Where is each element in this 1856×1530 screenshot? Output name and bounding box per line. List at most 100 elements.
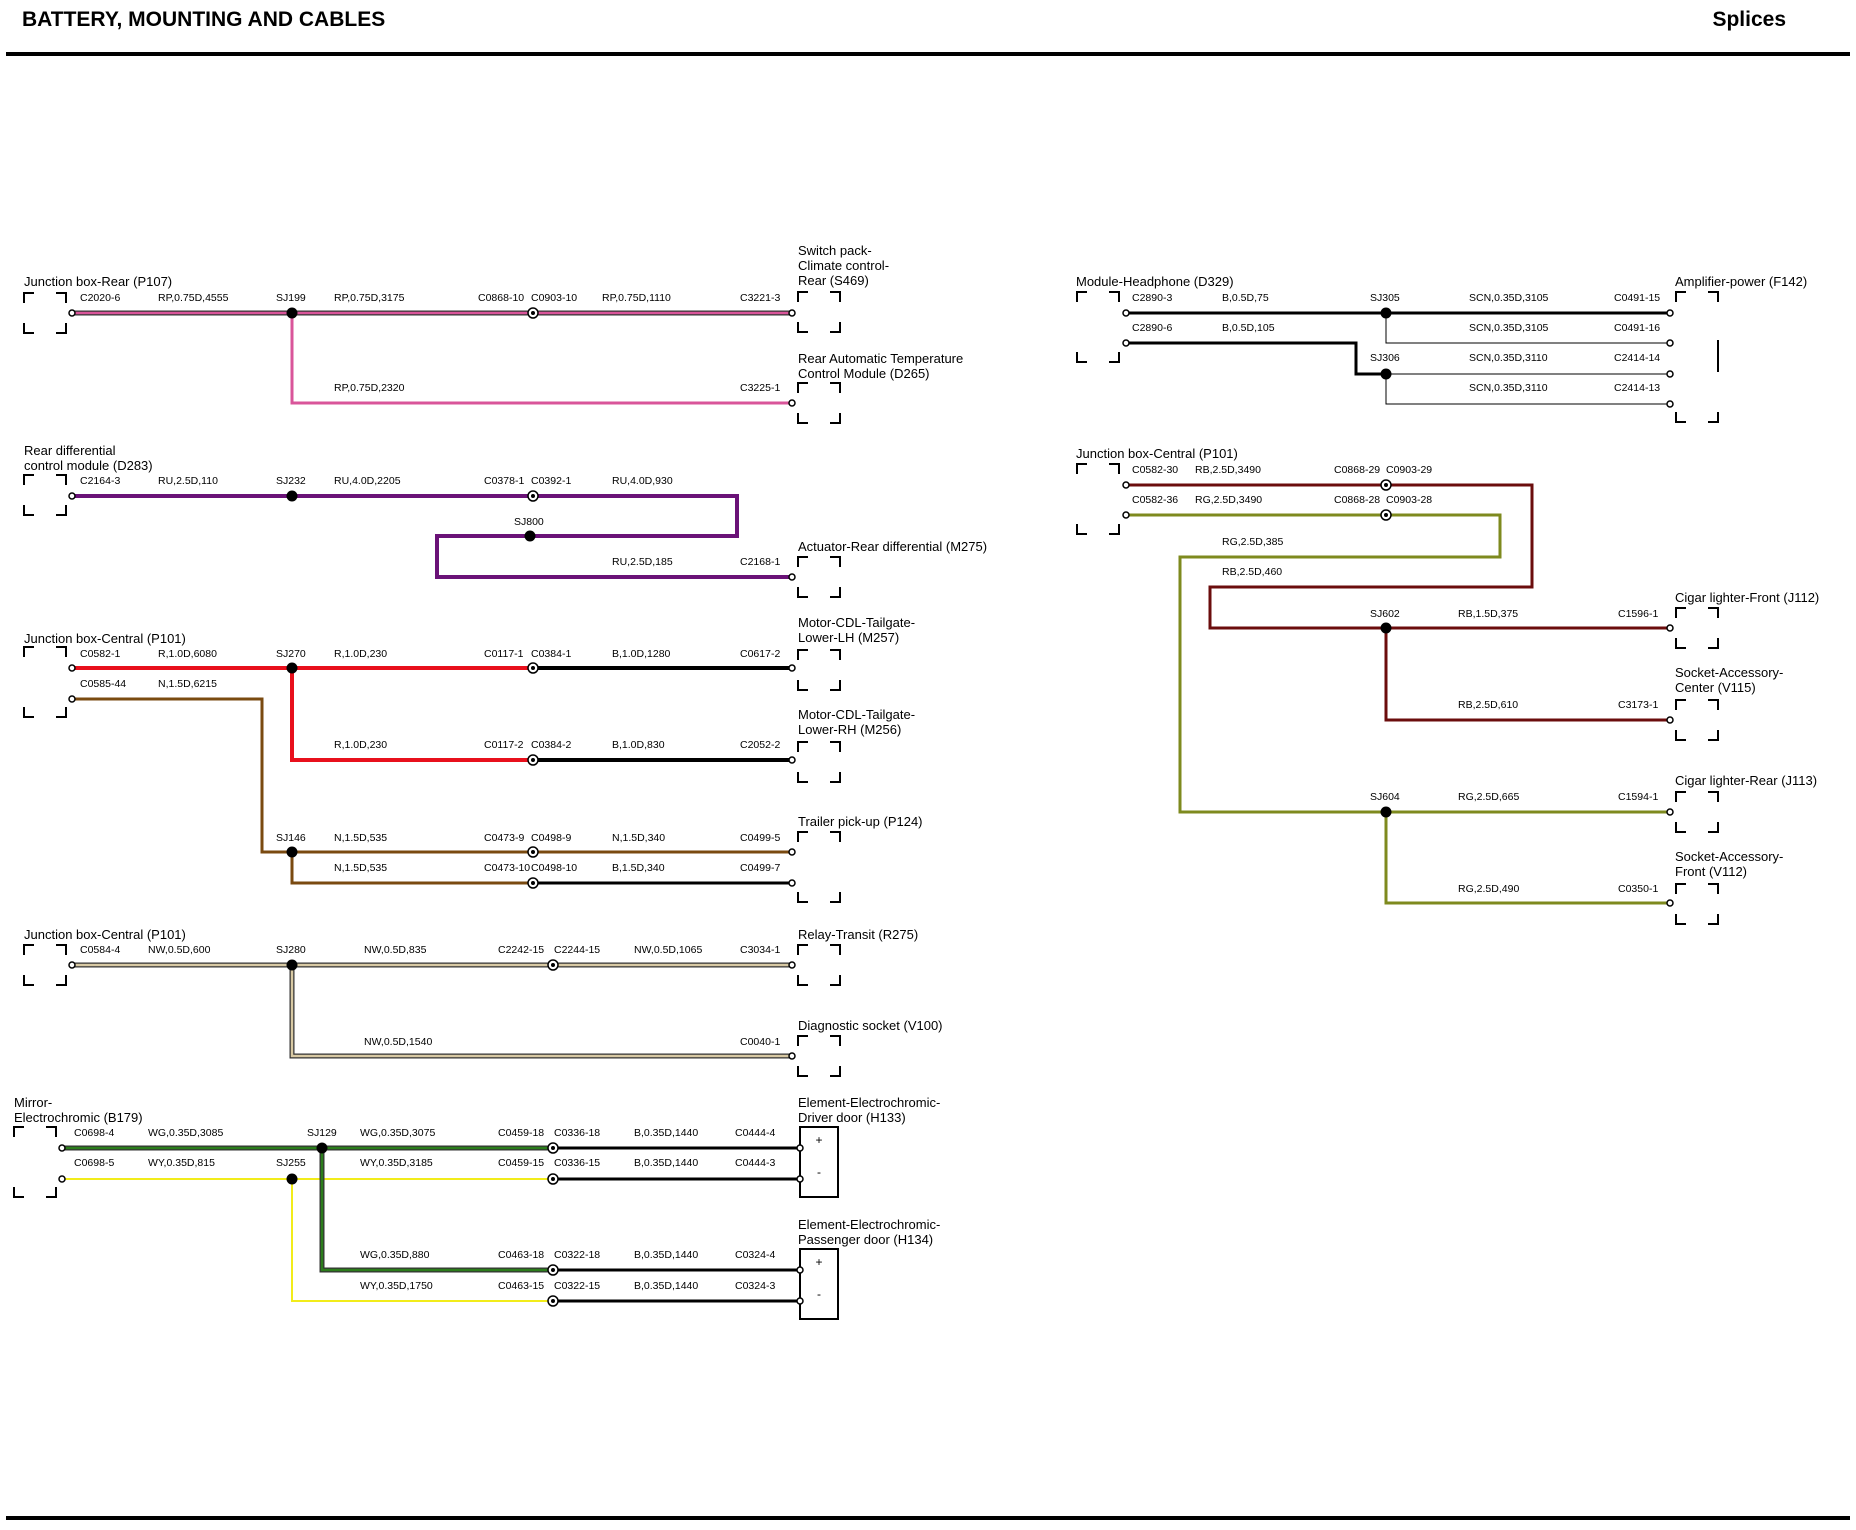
wire-label-87: C2890-6 bbox=[1132, 322, 1172, 334]
pin-2 bbox=[788, 399, 796, 407]
wire-label-65: WY,0.35D,815 bbox=[148, 1157, 215, 1169]
connector-box-3-corner-2 bbox=[23, 975, 34, 986]
inline-connector-core-3 bbox=[531, 758, 535, 762]
connector-box-14-corner-0 bbox=[1675, 291, 1686, 302]
wire-label-66: SJ255 bbox=[276, 1157, 306, 1169]
wire-label-49: NW,0.5D,835 bbox=[364, 944, 427, 956]
pin-24 bbox=[1666, 370, 1674, 378]
wire-20 bbox=[320, 1148, 550, 1272]
wire-label-42: C0473-10 bbox=[484, 862, 530, 874]
wire-label-73: C0463-18 bbox=[498, 1249, 544, 1261]
component-label-d22-line-0: Socket-Accessory- bbox=[1675, 849, 1783, 864]
connector-box-7-corner-2 bbox=[797, 587, 808, 598]
page-title: BATTERY, MOUNTING AND CABLES bbox=[22, 8, 386, 31]
connector-box-8-corner-3 bbox=[830, 680, 841, 691]
wire-label-53: C3034-1 bbox=[740, 944, 780, 956]
wire-label-104: RG,2.5D,385 bbox=[1222, 536, 1283, 548]
wire-label-24: C0117-1 bbox=[484, 648, 524, 660]
pin-12 bbox=[788, 961, 796, 969]
pin-26 bbox=[1122, 481, 1130, 489]
component-label-d16-line-0: Module-Headphone (D329) bbox=[1076, 274, 1234, 289]
wire-label-16: RU,4.0D,930 bbox=[612, 475, 673, 487]
component-label-d13: Mirror-Electrochromic (B179) bbox=[14, 1095, 143, 1125]
pin-15 bbox=[58, 1175, 66, 1183]
component-label-d6: Junction box-Central (P101) bbox=[24, 631, 186, 646]
wire-label-22: SJ270 bbox=[276, 648, 306, 660]
component-label-d1: Junction box-Rear (P107) bbox=[24, 274, 172, 289]
connector-box-16-corner-0 bbox=[1675, 607, 1686, 618]
splice-point-11 bbox=[1380, 806, 1392, 818]
connector-box-0-corner-3 bbox=[56, 323, 67, 334]
connector-box-7 bbox=[797, 556, 841, 598]
connector-box-6-corner-1 bbox=[830, 382, 841, 393]
component-label-d15-line-0: Element-Electrochromic- bbox=[798, 1217, 940, 1232]
connector-box-14-corner-3 bbox=[1708, 412, 1719, 423]
pin-3 bbox=[68, 492, 76, 500]
wire-label-17: SJ800 bbox=[514, 516, 544, 528]
component-label-d10: Junction box-Central (P101) bbox=[24, 927, 186, 942]
wire-label-35: SJ146 bbox=[276, 832, 306, 844]
wire-label-102: C0868-28 bbox=[1334, 494, 1380, 506]
connector-box-14-corner-1 bbox=[1708, 291, 1719, 302]
connector-box-1-corner-3 bbox=[56, 505, 67, 516]
wire-label-15: C0392-1 bbox=[531, 475, 571, 487]
connector-box-3-corner-3 bbox=[56, 975, 67, 986]
connector-box-0-corner-0 bbox=[23, 292, 34, 303]
connector-box-3-corner-0 bbox=[23, 944, 34, 955]
component-label-d18: Junction box-Central (P101) bbox=[1076, 446, 1238, 461]
component-label-d20-line-0: Socket-Accessory- bbox=[1675, 665, 1783, 680]
splice-point-2 bbox=[524, 530, 536, 542]
connector-box-10-corner-2 bbox=[797, 892, 808, 903]
pin-29 bbox=[1666, 716, 1674, 724]
component-label-d15-line-1: Passenger door (H134) bbox=[798, 1232, 933, 1247]
connector-box-16-corner-2 bbox=[1675, 638, 1686, 649]
wire-label-103: C0903-28 bbox=[1386, 494, 1432, 506]
wire-label-80: B,0.35D,1440 bbox=[634, 1280, 698, 1292]
connector-box-12-corner-0 bbox=[797, 1035, 808, 1046]
connector-box-6 bbox=[797, 382, 841, 424]
connector-box-10-corner-0 bbox=[797, 831, 808, 842]
labels-layer: Junction box-Rear (P107) Switch pack-Clim… bbox=[14, 243, 1819, 1301]
component-label-d2-line-1: Climate control- bbox=[798, 258, 889, 273]
pin-8 bbox=[68, 695, 76, 703]
connector-box-8 bbox=[797, 649, 841, 691]
splice-point-1 bbox=[286, 490, 298, 502]
wire-label-109: RB,2.5D,610 bbox=[1458, 699, 1518, 711]
component-label-d12: Diagnostic socket (V100) bbox=[798, 1018, 943, 1033]
component-label-d12-line-0: Diagnostic socket (V100) bbox=[798, 1018, 943, 1033]
wire-label-86: C0491-15 bbox=[1614, 292, 1660, 304]
wire-label-94: SCN,0.35D,3110 bbox=[1469, 382, 1548, 394]
connector-box-18-corner-0 bbox=[1675, 791, 1686, 802]
wire-label-110: C3173-1 bbox=[1618, 699, 1658, 711]
connector-box-13-corner-3 bbox=[1109, 352, 1120, 363]
connector-box-2 bbox=[23, 646, 67, 718]
inline-connector-core-2 bbox=[531, 666, 535, 670]
wire-label-115: C0350-1 bbox=[1618, 883, 1658, 895]
terminal-mark-0: + bbox=[815, 1133, 822, 1147]
connector-box-5-corner-2 bbox=[797, 322, 808, 333]
connector-box-18-corner-3 bbox=[1708, 822, 1719, 833]
component-label-d8: Motor-CDL-Tailgate-Lower-RH (M256) bbox=[798, 707, 915, 737]
connector-box-1-corner-0 bbox=[23, 474, 34, 485]
wire-label-21: R,1.0D,6080 bbox=[158, 648, 217, 660]
connector-box-17-corner-1 bbox=[1708, 699, 1719, 710]
pin-13 bbox=[788, 1052, 796, 1060]
connector-box-11-corner-1 bbox=[830, 944, 841, 955]
connector-box-11-corner-0 bbox=[797, 944, 808, 955]
component-label-d8-line-1: Lower-RH (M256) bbox=[798, 722, 901, 737]
component-label-d2-line-0: Switch pack- bbox=[798, 243, 872, 258]
connector-box-17-corner-0 bbox=[1675, 699, 1686, 710]
splice-point-5 bbox=[286, 959, 298, 971]
wire-label-3: RP,0.75D,3175 bbox=[334, 292, 405, 304]
wire-4 bbox=[435, 494, 792, 579]
connector-box-16-corner-1 bbox=[1708, 607, 1719, 618]
component-label-d7-line-1: Lower-LH (M257) bbox=[798, 630, 899, 645]
connector-box-12-corner-1 bbox=[830, 1035, 841, 1046]
pins-layer bbox=[58, 307, 1674, 1307]
connector-box-19 bbox=[1675, 883, 1719, 925]
pin-6 bbox=[788, 664, 796, 672]
wire-label-25: C0384-1 bbox=[531, 648, 571, 660]
wire-label-106: SJ602 bbox=[1370, 608, 1400, 620]
connector-box-14 bbox=[1675, 291, 1719, 423]
component-label-d1-line-0: Junction box-Rear (P107) bbox=[24, 274, 172, 289]
